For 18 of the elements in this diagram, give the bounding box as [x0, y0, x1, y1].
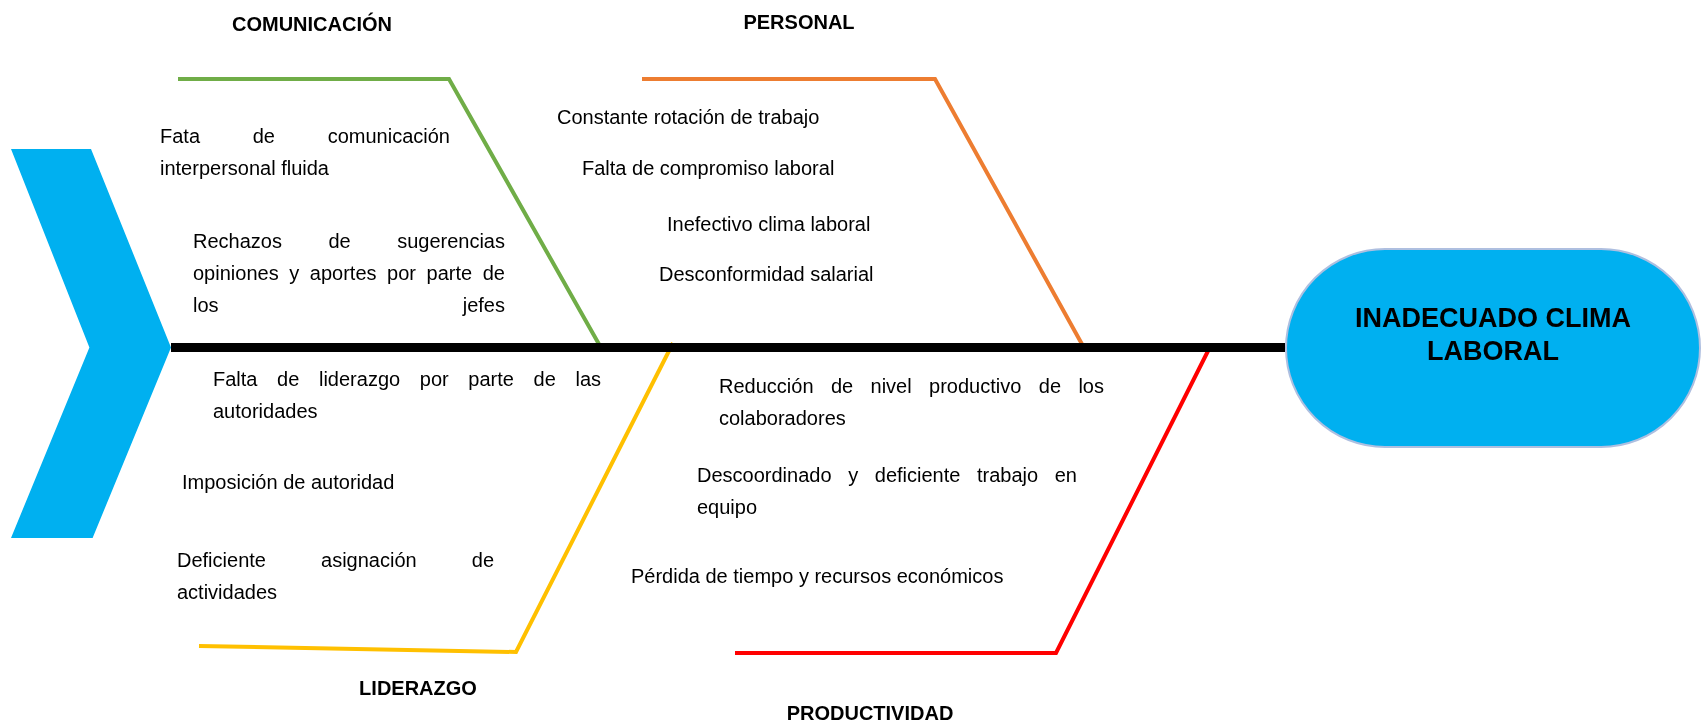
cause-text: Rechazos de sugerencias opiniones y aportes por parte de los jefes: [193, 229, 505, 318]
spine-line: [171, 342, 1285, 352]
cause-text: Desconformidad salarial: [659, 262, 874, 287]
category-label: LIDERAZGO: [359, 676, 477, 701]
cause-text: Falta de compromiso laboral: [582, 156, 835, 181]
cause-text: Descoordinado y deficiente trabajo en equipo: [697, 463, 1077, 520]
category-label: PRODUCTIVIDAD: [786, 701, 954, 726]
cause-text: Pérdida de tiempo y recursos económicos: [631, 564, 1005, 589]
effect-text: INADECUADO CLIMA LABORAL: [1354, 302, 1632, 368]
cause-text: Inefectivo clima laboral: [667, 212, 871, 237]
cause-text: Imposición de autoridad: [182, 470, 395, 495]
cause-text: Deficiente asignación de actividades: [177, 548, 494, 605]
cause-text: Fata de comunicación interpersonal fluida: [160, 124, 450, 181]
cause-text: Reducción de nivel productivo de los colaboradores: [719, 374, 1104, 431]
cause-text: Constante rotación de trabajo: [557, 105, 820, 130]
cause-text: Falta de liderazgo por parte de las autoridades: [213, 367, 601, 424]
category-label: COMUNICACIÓN: [232, 11, 392, 37]
category-label: PERSONAL: [743, 10, 855, 35]
